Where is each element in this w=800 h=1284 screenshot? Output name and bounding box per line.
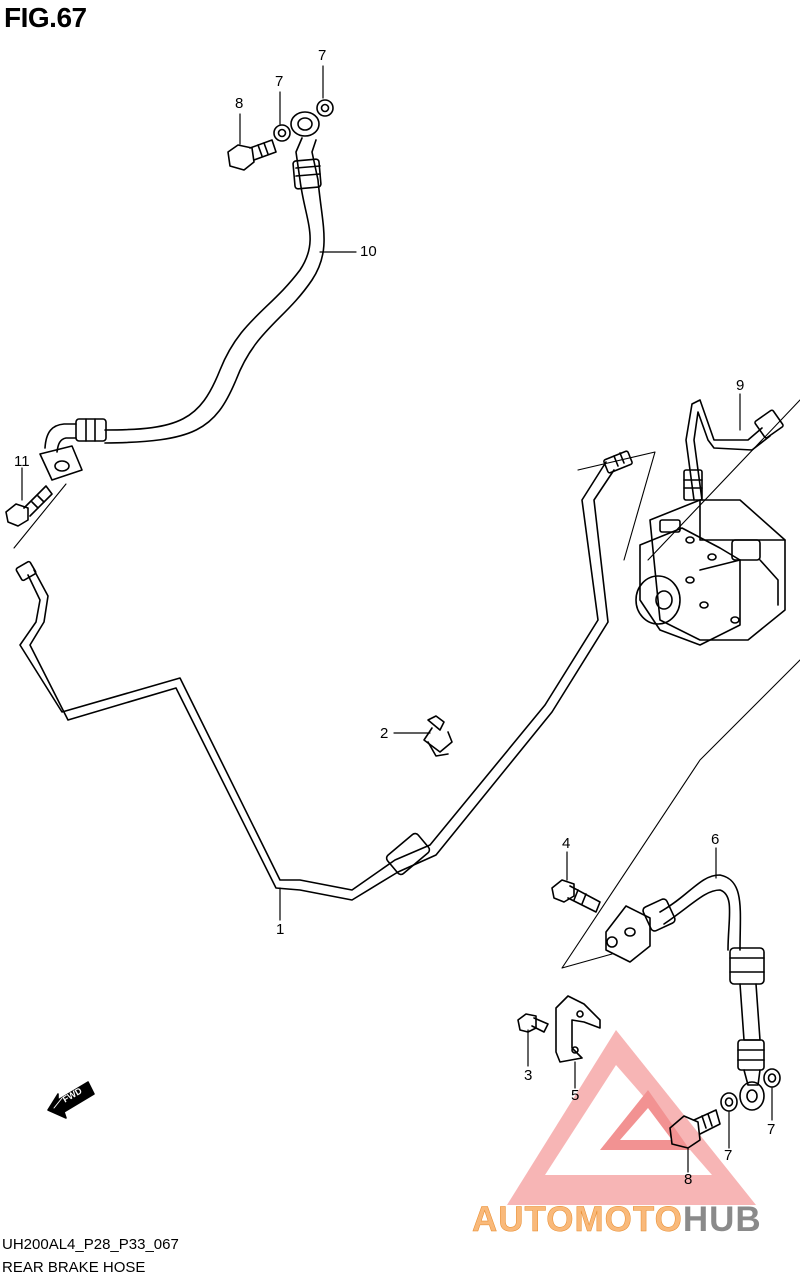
figure-name: REAR BRAKE HOSE xyxy=(2,1259,146,1276)
figure-title: FIG.67 xyxy=(4,2,87,33)
washer-7-top-left xyxy=(273,124,291,142)
bolt-4 xyxy=(551,879,601,913)
callout-2: 2 xyxy=(380,725,389,742)
callout-7-bottom-right: 7 xyxy=(767,1121,776,1138)
callout-7-top-right: 7 xyxy=(318,47,327,64)
bolt-3 xyxy=(517,1013,549,1033)
abs-unit xyxy=(635,499,786,646)
bolt-11 xyxy=(5,485,53,527)
hose-10 xyxy=(39,111,325,481)
callout-11: 11 xyxy=(14,453,30,470)
pipe-1 xyxy=(15,450,633,901)
watermark-text: AUTOMOTOHUB xyxy=(472,1200,762,1240)
callout-9: 9 xyxy=(736,377,745,394)
watermark-logo xyxy=(507,1030,756,1205)
callout-7-top-left: 7 xyxy=(275,73,284,90)
bracket-5 xyxy=(555,995,601,1063)
hose-9 xyxy=(683,399,784,501)
clamp-2 xyxy=(423,715,453,757)
washer-7-bottom-right xyxy=(763,1068,781,1088)
banjo-bolt-top xyxy=(227,139,277,171)
fwd-arrow-icon xyxy=(47,1081,95,1119)
washer-7-top-right xyxy=(316,99,334,117)
banjo-bolt-bottom xyxy=(669,1109,721,1149)
callout-8-bottom: 8 xyxy=(684,1171,693,1188)
callout-5: 5 xyxy=(571,1087,580,1104)
watermark-part-2: HUB xyxy=(682,1200,762,1239)
callout-8-top: 8 xyxy=(235,95,244,112)
callout-7-bottom-left: 7 xyxy=(724,1147,733,1164)
watermark-part-1: AUTOMOTO xyxy=(472,1200,683,1240)
hose-6 xyxy=(605,874,765,1111)
callout-4: 4 xyxy=(562,835,571,852)
figure-code: UH200AL4_P28_P33_067 xyxy=(2,1236,179,1253)
callout-10: 10 xyxy=(360,243,377,260)
callout-3: 3 xyxy=(524,1067,533,1084)
callout-1: 1 xyxy=(276,921,285,938)
washer-7-bottom-left xyxy=(720,1092,738,1112)
callout-6: 6 xyxy=(711,831,720,848)
